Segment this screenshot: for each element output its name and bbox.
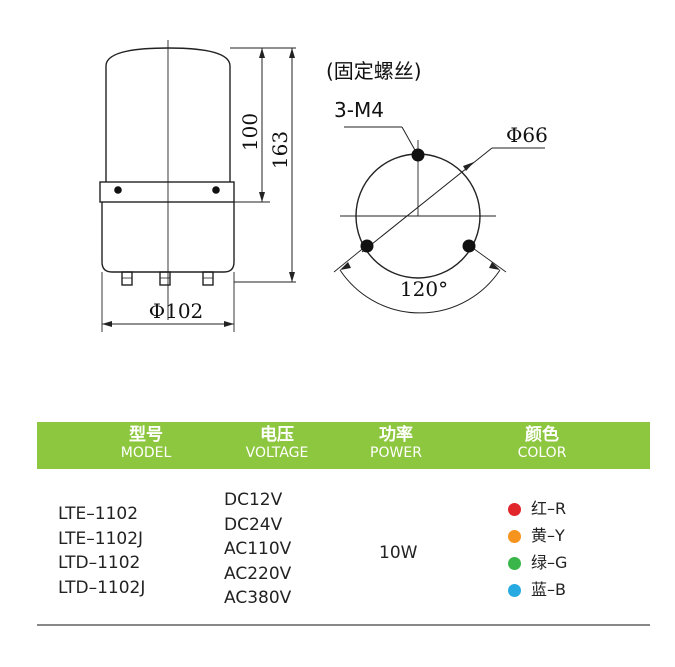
voltage-item: AC380V bbox=[224, 588, 292, 608]
color-label-yellow: 黄–Y bbox=[531, 526, 565, 546]
color-item-red: 红–R bbox=[508, 496, 567, 523]
color-label-red: 红–R bbox=[531, 499, 567, 519]
model-item: LTE–1102 bbox=[58, 504, 139, 524]
model-item: LTD–1102 bbox=[58, 553, 141, 573]
terminal-mid bbox=[159, 271, 171, 286]
header-power: 功率 POWER bbox=[331, 426, 461, 462]
mount-hole-top bbox=[411, 148, 425, 162]
color-dot-red bbox=[508, 503, 521, 516]
header-color-en: COLOR bbox=[517, 445, 567, 461]
screw-spec-label: 3-M4 bbox=[334, 98, 384, 122]
height-total-label: 163 bbox=[268, 131, 292, 169]
mount-hole-right bbox=[462, 239, 476, 253]
color-dot-green bbox=[508, 557, 521, 570]
colors-cell: 红–R 黄–Y 绿–G 蓝–B bbox=[508, 496, 567, 604]
header-power-en: POWER bbox=[370, 445, 422, 461]
voltage-item: DC24V bbox=[224, 514, 283, 535]
voltage-item: AC110V bbox=[224, 539, 292, 559]
band-screw-right bbox=[212, 186, 220, 194]
mount-note-label: (固定螺丝) bbox=[326, 59, 422, 83]
dimension-drawing: 100 163 Φ102 (固定螺丝) 3-M4 Φ66 120° bbox=[99, 40, 548, 332]
header-model-cn: 型号 bbox=[129, 425, 163, 445]
model-item: LTD–1102J bbox=[58, 577, 146, 598]
color-item-yellow: 黄–Y bbox=[508, 523, 567, 550]
bottom-divider bbox=[37, 624, 650, 626]
voltages-cell: DC12V DC24V AC110V AC220V AC380V bbox=[224, 488, 291, 611]
spec-table-header: 型号 MODEL 电压 VOLTAGE 功率 POWER 颜色 COLOR bbox=[37, 422, 650, 469]
models-cell: LTE–1102 LTE–1102J LTD–1102 LTD–1102J bbox=[58, 502, 145, 600]
terminal-left bbox=[121, 271, 133, 286]
color-dot-blue bbox=[508, 584, 521, 597]
header-voltage: 电压 VOLTAGE bbox=[212, 426, 342, 462]
power-cell: 10W bbox=[379, 543, 418, 563]
color-item-blue: 蓝–B bbox=[508, 577, 567, 604]
base-diameter-label: Φ102 bbox=[149, 299, 204, 323]
header-voltage-en: VOLTAGE bbox=[245, 445, 309, 461]
lamp-band bbox=[99, 181, 235, 203]
color-dot-yellow bbox=[508, 530, 521, 543]
header-model: 型号 MODEL bbox=[81, 426, 211, 462]
header-model-en: MODEL bbox=[120, 445, 172, 461]
terminal-right bbox=[202, 271, 214, 286]
voltage-item: DC12V bbox=[224, 490, 283, 510]
color-label-green: 绿–G bbox=[531, 553, 568, 573]
angle-arc bbox=[339, 269, 501, 314]
header-power-cn: 功率 bbox=[379, 425, 413, 445]
header-voltage-cn: 电压 bbox=[260, 425, 294, 445]
mount-diameter-label: Φ66 bbox=[506, 123, 548, 147]
header-color: 颜色 COLOR bbox=[477, 426, 607, 462]
height-inner-label: 100 bbox=[238, 113, 262, 151]
color-item-green: 绿–G bbox=[508, 550, 567, 577]
band-screw-left bbox=[114, 186, 122, 194]
model-item: LTE–1102J bbox=[58, 528, 144, 549]
color-label-blue: 蓝–B bbox=[531, 580, 566, 600]
angle-label: 120° bbox=[400, 277, 448, 301]
voltage-item: AC220V bbox=[224, 563, 292, 584]
header-color-cn: 颜色 bbox=[525, 425, 559, 445]
mount-hole-left bbox=[360, 239, 374, 253]
